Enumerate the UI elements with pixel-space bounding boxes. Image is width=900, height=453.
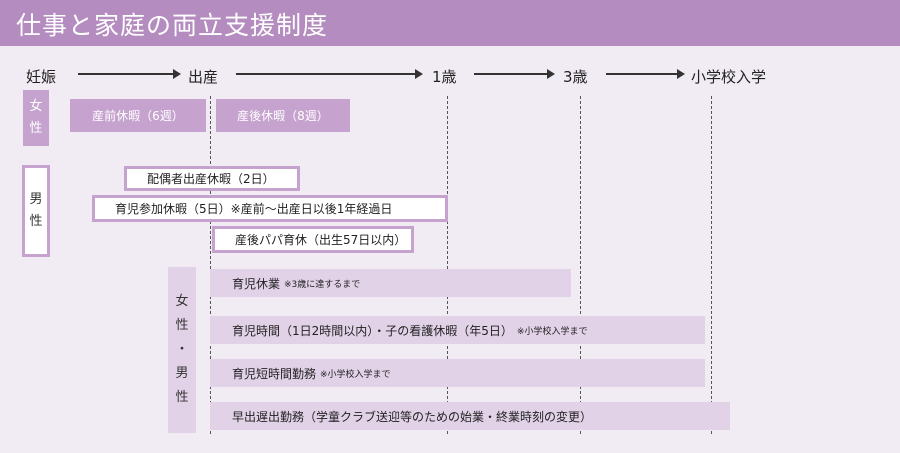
label-char: 性 [29,121,43,136]
bar-childcare-leave: 育児休業 ※3歳に達するまで [210,269,571,297]
label-char: 男 [29,192,43,207]
bar-note: ※小学校入学まで [320,369,391,380]
label-char: 女 [175,294,189,309]
bar-text: 育児短時間勤務 [232,366,317,381]
header-banner: 仕事と家庭の両立支援制度 [0,0,900,46]
stage-age-1: 1歳 [432,68,457,86]
timeline-arrow [78,69,181,79]
timeline-arrow [474,69,555,79]
bar-short-hours: 育児短時間勤務 ※小学校入学まで [210,359,705,387]
stage-age-3: 3歳 [563,68,588,86]
bar-nursing-time: 育児時間（1日2時間以内）・子の看護休暇（年5日） ※小学校入学まで [210,316,705,344]
bar-paternity-leave: 産後パパ育休（出生57日以内） [212,226,414,253]
milestone-line-age-1 [447,96,448,434]
page-title: 仕事と家庭の両立支援制度 [16,11,329,40]
label-char: 性 [175,390,189,405]
both-label: 女 性 ・ 男 性 [168,267,196,433]
timeline-arrow [606,69,685,79]
label-char: 性 [29,214,43,229]
bar-prenatal-leave: 産前休暇（6週） [70,99,206,132]
bar-spouse-birth-leave: 配偶者出産休暇（2日） [124,166,300,191]
bar-text: 育児休業 [232,276,281,291]
male-label: 男 性 [22,165,50,257]
bar-flexible-shift: 早出遅出勤務（学童クラブ送迎等のための始業・終業時刻の変更） [210,402,730,430]
stage-elementary-entry: 小学校入学 [691,68,767,86]
bar-note: ※3歳に達するまで [284,279,361,290]
stage-pregnancy: 妊娠 [26,68,57,86]
bar-postnatal-leave: 産後休暇（8週） [216,99,350,132]
bar-note: ※小学校入学まで [516,326,588,337]
milestone-line-birth [210,96,211,434]
bar-childcare-participation-leave: 育児参加休暇（5日）※産前〜出産日以後1年経過日 [92,195,448,222]
label-char: ・ [175,342,189,357]
timeline-arrow [236,69,423,79]
bar-text: 育児時間（1日2時間以内）・子の看護休暇（年5日） [232,323,513,338]
bar-text: 早出遅出勤務（学童クラブ送迎等のための始業・終業時刻の変更） [232,409,593,424]
label-char: 女 [29,99,43,114]
stage-birth: 出産 [188,68,219,86]
label-char: 性 [175,318,189,333]
label-char: 男 [175,366,189,381]
milestone-line-age-3 [580,96,581,434]
milestone-line-elementary [711,96,712,434]
female-label: 女 性 [23,90,49,146]
